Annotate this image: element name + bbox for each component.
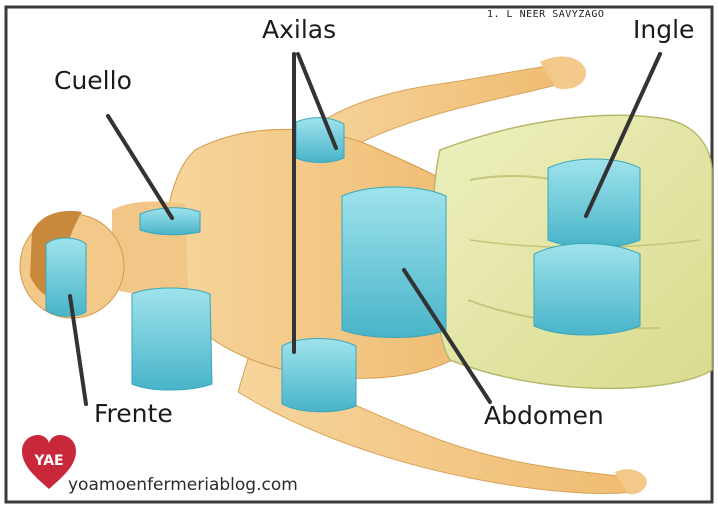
label-abdomen: Abdomen [484, 403, 604, 428]
label-cuello: Cuello [54, 68, 132, 93]
ice-pack-axilla-upper [296, 118, 344, 163]
top-note-text: 1. L NEER SAVYZAGO [487, 9, 604, 20]
watermark-text: yoamoenfermeriablog.com [68, 475, 298, 495]
label-ingle: Ingle [633, 17, 694, 42]
ice-pack-chest [132, 288, 212, 390]
logo-text: YAE [33, 453, 63, 469]
ice-pack-forehead [46, 238, 86, 316]
label-axilas: Axilas [262, 17, 336, 42]
label-frente: Frente [94, 401, 173, 426]
ice-pack-groin-lower [534, 244, 640, 336]
ice-pack-abdomen [342, 187, 446, 338]
